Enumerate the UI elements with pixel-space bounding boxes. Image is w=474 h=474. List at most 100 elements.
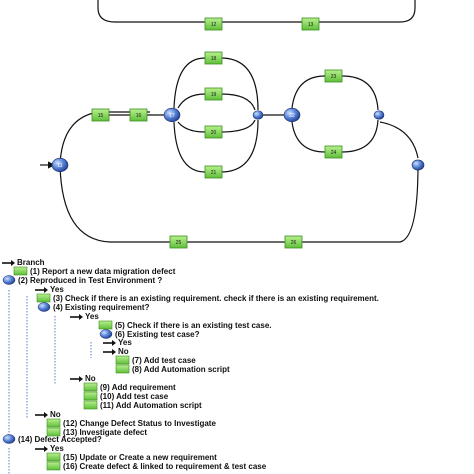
tree-label: (12) Change Defect Status to Investigate bbox=[63, 419, 216, 428]
tree-task-row[interactable]: (5) Check if there is an existing test c… bbox=[98, 320, 272, 330]
tree-branch-row[interactable]: No bbox=[103, 347, 129, 356]
gateway-label: 11 bbox=[57, 163, 62, 169]
tree-label: (2) Reproduced in Test Environment ? bbox=[18, 276, 162, 285]
task-box bbox=[169, 235, 188, 249]
task-label: 25 bbox=[176, 240, 182, 246]
edge-top-loop bbox=[97, 0, 416, 23]
tree-label: (5) Check if there is an existing test c… bbox=[115, 321, 272, 330]
task-node-15[interactable]: 15 bbox=[91, 108, 110, 122]
task-node-18[interactable]: 18 bbox=[204, 51, 223, 65]
tree-task-row[interactable]: (7) Add test case bbox=[115, 355, 196, 365]
gateway-shape bbox=[252, 110, 264, 120]
tree-label: No bbox=[85, 374, 96, 383]
arrow-head-icon bbox=[11, 260, 15, 266]
task-icon bbox=[83, 400, 98, 410]
tree-label: (16) Create defect & linked to requireme… bbox=[63, 462, 267, 471]
gateway-shape bbox=[411, 159, 425, 171]
task-box bbox=[324, 69, 343, 83]
task-box bbox=[91, 108, 110, 122]
task-box bbox=[301, 17, 320, 31]
tree-branch-row[interactable]: Yes bbox=[70, 312, 99, 321]
task-label: 12 bbox=[211, 22, 217, 28]
task-box bbox=[324, 145, 343, 159]
task-node-23[interactable]: 23 bbox=[324, 69, 343, 83]
task-node-24[interactable]: 24 bbox=[324, 145, 343, 159]
task-node-26[interactable]: 26 bbox=[284, 235, 303, 249]
edge-17-21 bbox=[173, 121, 206, 173]
tree-task-row[interactable]: (9) Add requirement bbox=[83, 382, 176, 392]
tree-task-row[interactable]: (16) Create defect & linked to requireme… bbox=[46, 461, 267, 471]
gateway-node[interactable] bbox=[411, 159, 425, 171]
task-node-13[interactable]: 13 bbox=[301, 17, 320, 31]
tree-task-row[interactable]: (3) Check if there is an existing requir… bbox=[36, 293, 379, 303]
task-box bbox=[284, 235, 303, 249]
tree-branch-row[interactable]: Branch bbox=[2, 258, 45, 267]
edge-21-gw bbox=[220, 119, 259, 173]
task-icon bbox=[46, 461, 61, 471]
tree-decision-row[interactable]: (6) Existing test case? bbox=[99, 329, 200, 340]
flow-graph bbox=[40, 0, 419, 243]
task-icon bbox=[115, 364, 130, 374]
gateway-node-17[interactable]: 17 bbox=[163, 107, 181, 123]
tree-branch-row[interactable]: Yes bbox=[35, 444, 64, 453]
tree-task-row[interactable]: (15) Update or Create a new requirement bbox=[46, 452, 217, 462]
edge-17-20 bbox=[177, 121, 206, 133]
task-label: 24 bbox=[331, 150, 337, 156]
tree-label: Branch bbox=[17, 258, 45, 267]
tree-label: (3) Check if there is an existing requir… bbox=[53, 294, 379, 303]
task-label: 23 bbox=[331, 74, 337, 80]
task-node-12[interactable]: 12 bbox=[204, 17, 223, 31]
tree-label: (11) Add Automation script bbox=[100, 401, 202, 410]
edge-17-18 bbox=[173, 57, 206, 109]
task-icon bbox=[46, 418, 61, 428]
tree-label: (10) Add test case bbox=[100, 392, 169, 401]
task-box bbox=[204, 125, 223, 139]
tree-branch-row[interactable]: Yes bbox=[35, 285, 64, 294]
tree-label: Yes bbox=[85, 312, 99, 321]
tree-label: (4) Existing requirement? bbox=[53, 303, 150, 312]
decision-icon bbox=[99, 329, 113, 339]
defect-tree: Branch(1) Report a new data migration de… bbox=[2, 258, 379, 474]
task-label: 19 bbox=[211, 92, 217, 98]
tree-decision-row[interactable]: (14) Defect Accepted? bbox=[2, 434, 102, 445]
tree-task-row[interactable]: (10) Add test case bbox=[83, 391, 169, 401]
gateway-node[interactable] bbox=[373, 110, 385, 120]
edge-gw-end bbox=[379, 121, 419, 159]
tree-decision-row[interactable]: (4) Existing requirement? bbox=[37, 302, 150, 313]
tree-branch-row[interactable]: Yes bbox=[103, 338, 132, 347]
tree-label: (1) Report a new data migration defect bbox=[30, 267, 176, 276]
arrow-head-icon bbox=[79, 314, 83, 320]
task-box bbox=[129, 108, 148, 122]
edge-22-23 bbox=[291, 75, 326, 109]
task-node-25[interactable]: 25 bbox=[169, 235, 188, 249]
task-box bbox=[204, 165, 223, 179]
tree-task-row[interactable]: (8) Add Automation script bbox=[115, 364, 230, 374]
tree-label: (8) Add Automation script bbox=[132, 365, 230, 374]
tree-branch-row[interactable]: No bbox=[70, 374, 96, 383]
task-node-16[interactable]: 16 bbox=[129, 108, 148, 122]
tree-label: Yes bbox=[50, 444, 64, 453]
tree-decision-row[interactable]: (2) Reproduced in Test Environment ? bbox=[2, 275, 162, 286]
arrow-head-icon bbox=[44, 287, 48, 293]
edge-19-gw bbox=[220, 93, 256, 111]
task-label: 18 bbox=[211, 56, 217, 62]
tree-task-row[interactable]: (11) Add Automation script bbox=[83, 400, 202, 410]
arrow-head-icon bbox=[44, 412, 48, 418]
gateway-label: 22 bbox=[289, 113, 295, 119]
task-node-21[interactable]: 21 bbox=[204, 165, 223, 179]
edge-bottom-loop bbox=[59, 164, 419, 243]
tree-label: (13) Investigate defect bbox=[63, 428, 147, 437]
task-node-19[interactable]: 19 bbox=[204, 87, 223, 101]
task-box bbox=[204, 87, 223, 101]
gateway-node-11[interactable]: 11 bbox=[51, 157, 69, 173]
task-label: 15 bbox=[98, 113, 104, 119]
tree-label: Yes bbox=[50, 285, 64, 294]
task-node-20[interactable]: 20 bbox=[204, 125, 223, 139]
tree-task-row[interactable]: (13) Investigate defect bbox=[46, 427, 147, 437]
tree-label: No bbox=[50, 410, 61, 419]
gateway-node-22[interactable]: 22 bbox=[283, 107, 301, 123]
tree-task-row[interactable]: (1) Report a new data migration defect bbox=[13, 266, 176, 276]
gateway-node[interactable] bbox=[252, 110, 264, 120]
tree-branch-row[interactable]: No bbox=[35, 410, 61, 419]
tree-task-row[interactable]: (12) Change Defect Status to Investigate bbox=[46, 418, 216, 428]
